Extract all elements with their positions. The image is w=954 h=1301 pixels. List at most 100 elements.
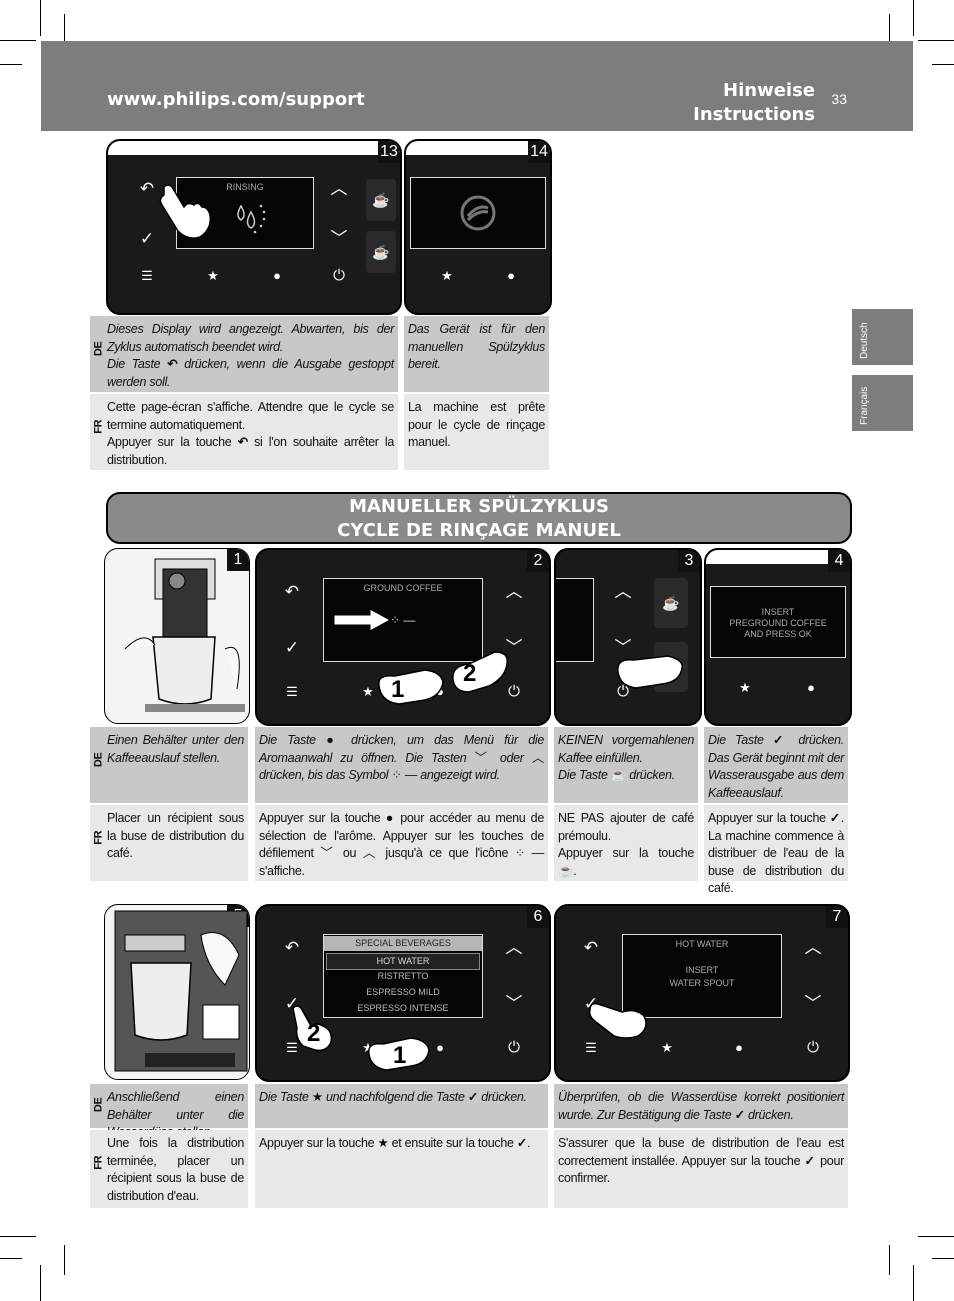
illustration-step-5: 5 bbox=[104, 904, 250, 1080]
ok-check-icon: ✓ bbox=[804, 1153, 817, 1168]
chevron-up-icon[interactable]: ︿ bbox=[330, 179, 348, 198]
display-panel-13: 13 RINSING ↶ ✓ ︿ ﹀ ☕ ☕ ☰ ★ ● ⏻ bbox=[106, 139, 402, 315]
lang-label: DE bbox=[92, 752, 105, 768]
menu-icon[interactable]: ☰ bbox=[141, 268, 153, 283]
text: drücken. bbox=[629, 768, 675, 782]
crop-mark bbox=[40, 0, 41, 36]
screen-text: WATER SPOUT bbox=[669, 978, 735, 988]
text: Appuyer sur la touche bbox=[107, 435, 232, 449]
chevron-down-icon[interactable]: ﹀ bbox=[505, 638, 523, 657]
chevron-down-icon[interactable]: ﹀ bbox=[804, 994, 822, 1013]
display-panel-14: 14 ★ ● bbox=[404, 139, 552, 315]
coffee-large-button[interactable]: ☕ bbox=[366, 231, 396, 273]
text: pour confirmer. bbox=[558, 1153, 844, 1186]
display-panel-4: 4 INSERT PREGROUND COFFEE AND PRESS OK ★… bbox=[704, 548, 852, 726]
step-marker: 2 bbox=[463, 660, 477, 687]
text: NE PAS ajouter de café prémoulu. bbox=[558, 811, 694, 843]
chevron-down-icon[interactable]: ﹀ bbox=[505, 994, 523, 1013]
chevron-down-icon: ﹀ bbox=[320, 846, 337, 860]
crop-mark bbox=[889, 14, 890, 44]
text: Die Taste bbox=[708, 733, 764, 747]
chevron-up-icon[interactable]: ︿ bbox=[804, 938, 822, 957]
arrow-icon bbox=[333, 608, 392, 632]
philips-saeco-logo-icon bbox=[460, 195, 496, 231]
step-marker: 1 bbox=[391, 676, 405, 703]
power-icon[interactable]: ⏻ bbox=[508, 1039, 520, 1056]
text: jusqu'à ce que l'icône bbox=[385, 846, 509, 860]
chevron-down-icon[interactable]: ﹀ bbox=[330, 229, 348, 248]
title-de: Hinweise bbox=[723, 80, 815, 101]
aroma-bean-icon[interactable]: ● bbox=[735, 1040, 743, 1055]
pointing-hand-icon bbox=[159, 184, 212, 239]
display-screen: GROUND COFFEE ⁘ ― bbox=[323, 578, 483, 662]
ok-check-icon[interactable]: ✓ bbox=[139, 229, 155, 248]
display-screen bbox=[410, 177, 546, 249]
power-icon[interactable]: ⏻ bbox=[333, 267, 345, 284]
display-panel-2: 2 GROUND COFFEE ⁘ ― ↶ ✓ ︿ ﹀ ☰ ★ ● ⏻ 1 2 bbox=[255, 548, 551, 726]
text: drücken, bis das Symbol bbox=[259, 768, 389, 782]
coffee-button[interactable]: ☕ bbox=[366, 179, 396, 221]
menu-item-hot-water[interactable]: HOT WATER bbox=[326, 953, 480, 970]
screen-text: RINSING bbox=[226, 182, 264, 192]
text-de-1: DE Einen Behälter unter den Kaffeeauslau… bbox=[90, 727, 248, 803]
menu-icon[interactable]: ☰ bbox=[286, 684, 298, 699]
special-beverages-icon: ★ bbox=[311, 1090, 323, 1104]
text: pour accéder au menu de sélection de l'a… bbox=[259, 811, 544, 860]
text: Une fois la distribution terminée, place… bbox=[107, 1136, 244, 1203]
chevron-up-icon[interactable]: ︿ bbox=[614, 582, 632, 601]
power-icon[interactable]: ⏻ bbox=[807, 1039, 819, 1056]
menu-item-espresso-intense[interactable]: ESPRESSO INTENSE bbox=[357, 1003, 449, 1013]
text: drücken, wenn die Ausgabe gestoppt werde… bbox=[107, 357, 394, 389]
text-de-7: Überprüfen, ob die Wasserdüse korrekt po… bbox=[554, 1084, 848, 1128]
pointing-hand-icon bbox=[368, 1037, 430, 1071]
special-beverages-icon[interactable]: ★ bbox=[739, 680, 751, 695]
menu-icon[interactable]: ☰ bbox=[286, 1040, 298, 1055]
power-icon[interactable]: ⏻ bbox=[508, 683, 520, 700]
text-fr-4: Appuyer sur la touche ✓. La machine comm… bbox=[704, 805, 848, 895]
text-de-14: Das Gerät ist für den manuellen Spülzykl… bbox=[404, 316, 549, 392]
special-beverages-icon: ★ bbox=[377, 1136, 389, 1150]
pointing-hand-icon bbox=[292, 1005, 333, 1052]
ground-coffee-icon: ⁘ ― bbox=[391, 768, 418, 782]
menu-icon[interactable]: ☰ bbox=[585, 1040, 597, 1055]
aroma-bean-icon: ● bbox=[326, 733, 341, 747]
chevron-down-icon[interactable]: ﹀ bbox=[614, 638, 632, 657]
aroma-bean-icon[interactable]: ● bbox=[507, 268, 515, 283]
aroma-bean-icon: ● bbox=[385, 811, 396, 825]
back-icon[interactable]: ↶ bbox=[139, 179, 155, 198]
special-beverages-icon[interactable]: ★ bbox=[661, 1040, 673, 1055]
coffee-button[interactable]: ☕ bbox=[654, 578, 688, 628]
illustration-step-1: 1 bbox=[104, 548, 250, 724]
chevron-up-icon: ︿ bbox=[531, 750, 545, 765]
aroma-bean-icon[interactable]: ● bbox=[807, 680, 815, 695]
power-icon[interactable]: ⏻ bbox=[617, 683, 629, 700]
pointing-hand-icon bbox=[617, 655, 683, 689]
chevron-up-icon[interactable]: ︿ bbox=[505, 938, 523, 957]
text: si l'on souhaite arrêter la distribution… bbox=[107, 435, 394, 467]
special-beverages-icon[interactable]: ★ bbox=[362, 1040, 374, 1055]
menu-item-espresso-mild[interactable]: ESPRESSO MILD bbox=[366, 987, 440, 997]
special-beverages-icon[interactable]: ★ bbox=[441, 268, 453, 283]
special-beverages-icon[interactable]: ★ bbox=[207, 268, 219, 283]
display-panel-7: 7 HOT WATER INSERT WATER SPOUT ↶ ✓ ︿ ﹀ ☰… bbox=[554, 904, 850, 1082]
text: drücken, um das Menü für die Aromaanwahl… bbox=[259, 733, 544, 765]
back-icon[interactable]: ↶ bbox=[583, 938, 599, 957]
aroma-bean-icon[interactable]: ● bbox=[273, 268, 281, 283]
text: Appuyer sur la touche bbox=[259, 1136, 375, 1150]
menu-item-ristretto[interactable]: RISTRETTO bbox=[377, 971, 429, 981]
crop-mark bbox=[932, 64, 954, 65]
ok-check-icon[interactable]: ✓ bbox=[284, 638, 300, 657]
lang-label: FR bbox=[92, 419, 105, 434]
text-de-5: DE Anschließend einen Behälter unter die… bbox=[90, 1084, 248, 1139]
special-beverages-icon[interactable]: ★ bbox=[362, 684, 374, 699]
back-icon[interactable]: ↶ bbox=[284, 938, 300, 957]
coffee-machine-water-spout-illustration bbox=[114, 910, 248, 1072]
back-icon[interactable]: ↶ bbox=[284, 582, 300, 601]
text-fr-13: FR Cette page-écran s'affiche. Attendre … bbox=[90, 394, 398, 470]
support-url[interactable]: www.philips.com/support bbox=[107, 89, 365, 110]
page-title: Hinweise Instructions bbox=[693, 79, 815, 127]
ok-check-icon: ✓ bbox=[734, 1107, 745, 1122]
ok-check-icon: ✓ bbox=[467, 1090, 478, 1104]
chevron-up-icon[interactable]: ︿ bbox=[505, 582, 523, 601]
aroma-bean-icon[interactable]: ● bbox=[436, 1040, 444, 1055]
